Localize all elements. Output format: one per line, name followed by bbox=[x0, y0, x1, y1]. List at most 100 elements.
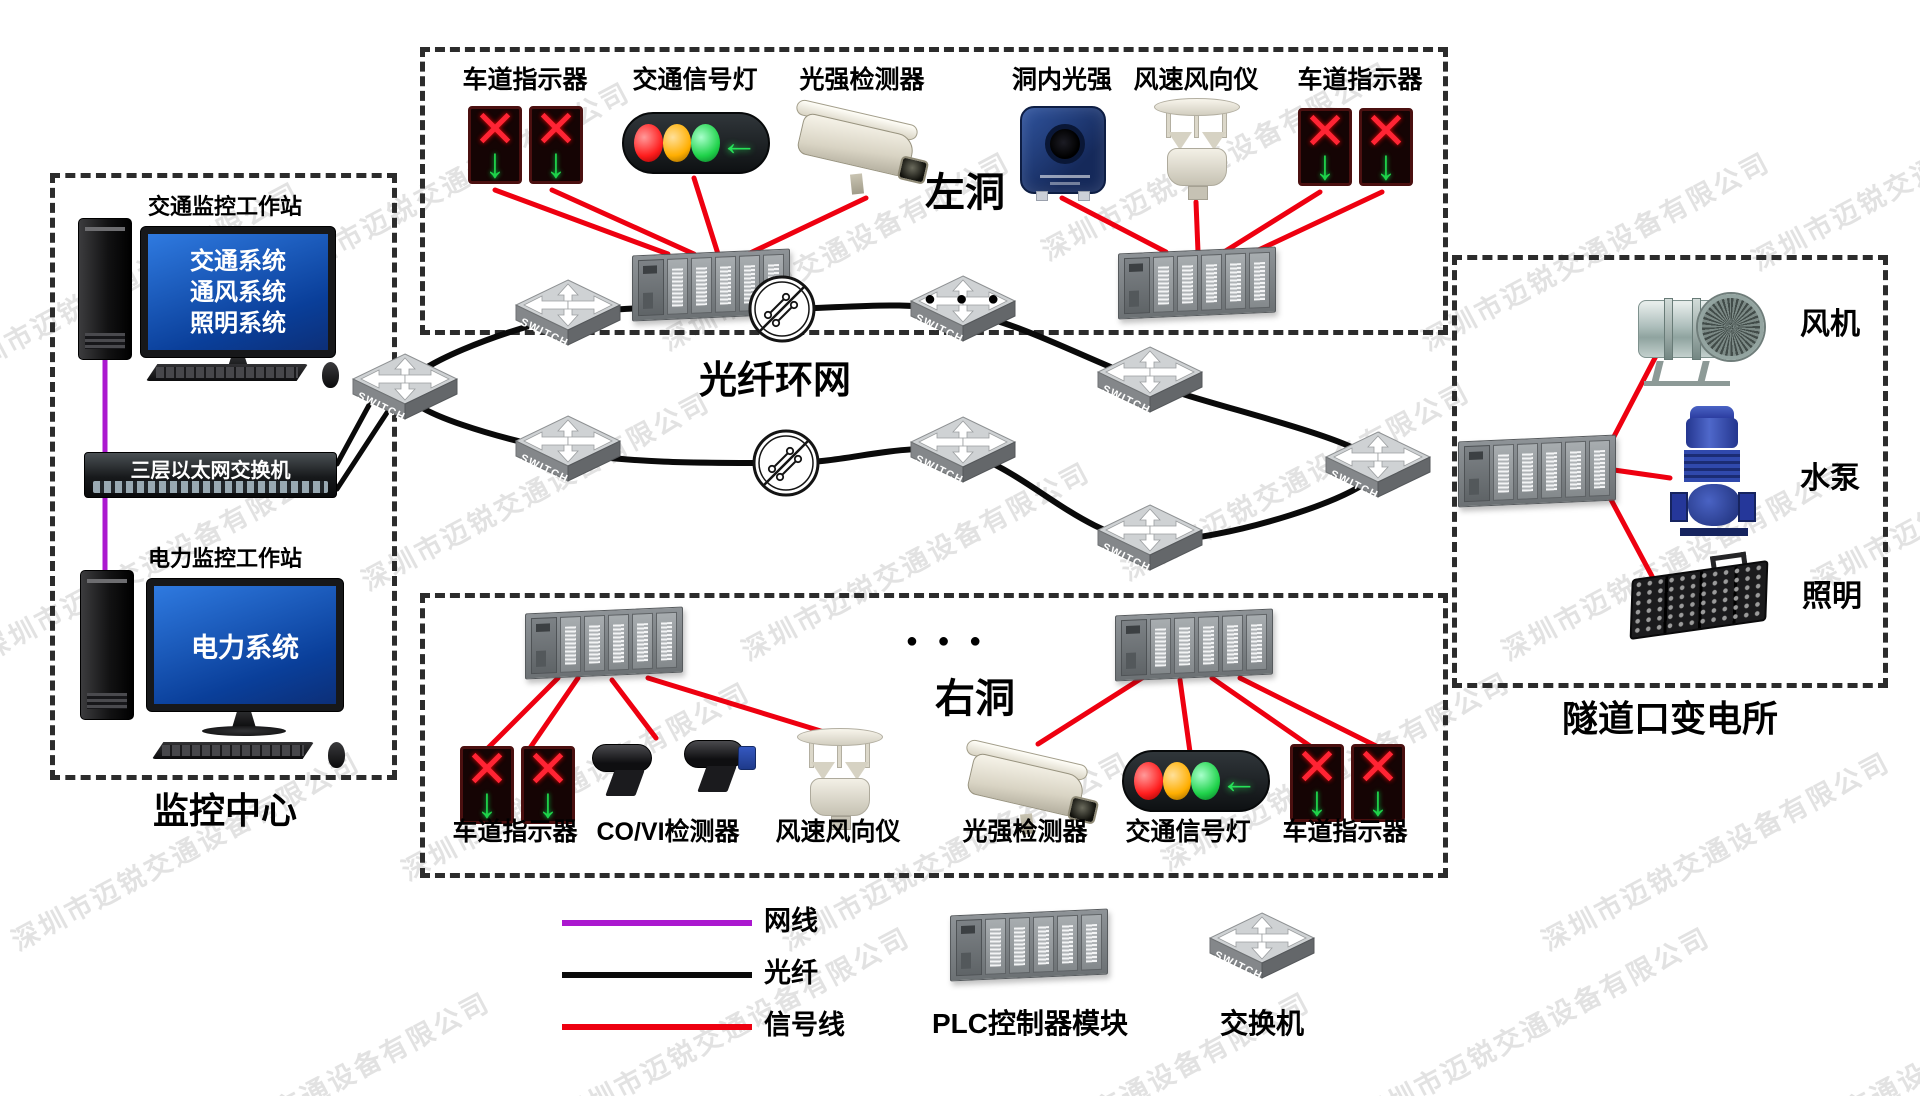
plc-module bbox=[1589, 439, 1610, 497]
ring-switch-upper-right: SWITCH bbox=[1093, 342, 1207, 424]
pump-flange bbox=[1670, 492, 1688, 522]
fiber-connector-icon bbox=[748, 275, 816, 343]
lane-indicator-pair: ✕ ↓ ✕ ↓ bbox=[468, 106, 583, 184]
green-arrow-glyph: ↓ bbox=[476, 779, 498, 824]
plc-module bbox=[691, 256, 712, 314]
plc-module bbox=[1153, 256, 1174, 313]
wind-sensor bbox=[1152, 98, 1244, 200]
red-cross-glyph: ✕ bbox=[1356, 744, 1400, 797]
switch-icon: SWITCH bbox=[351, 353, 459, 424]
switch-arrow-right bbox=[1377, 447, 1423, 467]
device-label: 风速风向仪 bbox=[775, 818, 901, 846]
screen-line: 电力系统 bbox=[191, 632, 299, 663]
pump-cap bbox=[1690, 406, 1734, 420]
plc-module bbox=[985, 918, 1006, 975]
pump-label: 水泵 bbox=[1800, 462, 1860, 495]
switch-icon: SWITCH bbox=[909, 416, 1017, 487]
legend-plc-label: PLC控制器模块 bbox=[931, 1008, 1128, 1039]
plc-module bbox=[1493, 444, 1514, 501]
substation-label: 隧道口变电所 bbox=[1561, 698, 1778, 739]
detector-junction-box bbox=[738, 746, 756, 770]
lane-indicators-right-tunnel-2: ✕ ↓ ✕ ↓ bbox=[1290, 744, 1405, 822]
detector-cylinder bbox=[684, 740, 744, 768]
switch-arrow-right bbox=[962, 291, 1008, 311]
plc-cpu-block bbox=[956, 919, 982, 977]
device-label: 车道指示器 bbox=[1282, 818, 1408, 846]
ring-switch-right: SWITCH bbox=[1321, 427, 1435, 509]
plc-module bbox=[1177, 254, 1198, 312]
plc-module bbox=[632, 612, 653, 670]
lane-indicator-panel: ✕ ↓ bbox=[1359, 108, 1413, 186]
ring-switch-lower-right: SWITCH bbox=[1093, 500, 1207, 582]
red-lamp bbox=[1134, 762, 1163, 800]
plc-module bbox=[1057, 914, 1078, 972]
plc-cpu-block bbox=[638, 259, 664, 317]
plc-module bbox=[1081, 913, 1102, 971]
lane-indicators-right-tunnel: ✕ ↓ ✕ ↓ bbox=[460, 746, 575, 824]
switch-arrow-right bbox=[1261, 928, 1307, 948]
plc-right-tunnel-2 bbox=[1115, 608, 1273, 682]
plc-icon bbox=[1458, 434, 1616, 508]
wind-sensor-right-tunnel bbox=[795, 728, 887, 830]
mouse bbox=[322, 362, 339, 388]
lane-indicators-left-tunnel-2: ✕ ↓ ✕ ↓ bbox=[1298, 108, 1413, 186]
fan-base bbox=[1644, 381, 1730, 386]
device-label: 交通信号灯 bbox=[632, 66, 758, 94]
sensor-tab bbox=[1078, 191, 1090, 201]
plc-icon bbox=[525, 606, 683, 680]
signal-line bbox=[1059, 195, 1169, 255]
switch-icon: SWITCH bbox=[514, 415, 622, 486]
power-workstation-monitor: 电力系统 bbox=[146, 578, 344, 712]
red-cross-glyph: ✕ bbox=[465, 746, 509, 799]
wind-sensor-cap bbox=[1154, 98, 1240, 116]
pump-flange bbox=[1738, 492, 1756, 522]
green-lamp bbox=[691, 124, 721, 162]
plc-icon bbox=[950, 908, 1108, 982]
wind-sensor bbox=[795, 728, 887, 830]
floodlight-panel bbox=[1629, 559, 1769, 641]
signal-line bbox=[1035, 675, 1145, 747]
monitoring-center-label: 监控中心 bbox=[152, 790, 297, 831]
lane-indicator-panel: ✕ ↓ bbox=[1298, 108, 1352, 186]
led-floodlight bbox=[1628, 551, 1773, 641]
plc-module bbox=[1201, 253, 1222, 311]
switch-icon: SWITCH bbox=[1208, 912, 1316, 983]
device-label: 交通信号灯 bbox=[1125, 818, 1251, 846]
sensor-aperture bbox=[1045, 124, 1085, 164]
plc-module bbox=[1517, 442, 1538, 500]
amber-lamp bbox=[1162, 762, 1192, 800]
power-workstation-title: 电力监控工作站 bbox=[147, 546, 302, 571]
fiber-connector-bottom bbox=[750, 427, 822, 504]
plc-module bbox=[656, 611, 677, 669]
left-tunnel-box bbox=[420, 47, 1448, 335]
lane-indicator-panel: ✕ ↓ bbox=[468, 106, 522, 184]
plc-cpu-block bbox=[1121, 619, 1147, 677]
plc-module bbox=[1174, 616, 1195, 674]
plc-icon bbox=[1118, 246, 1276, 320]
traffic-workstation-screen: 交通系统 通风系统 照明系统 bbox=[148, 234, 328, 350]
lane-indicator-panel: ✕ ↓ bbox=[1351, 744, 1405, 822]
ring-switch-top-right: SWITCH bbox=[906, 271, 1020, 353]
wind-sensor-left-tunnel bbox=[1152, 98, 1244, 200]
monitoring-center-box bbox=[50, 173, 397, 780]
lane-indicator-panel: ✕ ↓ bbox=[1290, 744, 1344, 822]
device-label: 光强检测器 bbox=[799, 66, 925, 94]
signal-line bbox=[691, 175, 721, 257]
ring-switch-bottom-left: SWITCH bbox=[511, 411, 625, 493]
layer3-switch-label: 三层以太网交换机 bbox=[130, 460, 291, 482]
signal-line bbox=[745, 195, 869, 257]
screen-line: 交通系统 bbox=[190, 247, 286, 275]
legend-label-network-cable: 网线 bbox=[764, 906, 818, 936]
right-tunnel-box bbox=[420, 593, 1448, 878]
switch-arrow-right bbox=[962, 432, 1008, 452]
signal-line bbox=[549, 187, 697, 257]
lane-indicator-pair: ✕ ↓ ✕ ↓ bbox=[1290, 744, 1405, 822]
signal-line bbox=[1611, 467, 1673, 481]
sensor-tab bbox=[1036, 191, 1048, 201]
plc-left-tunnel-2 bbox=[1118, 246, 1276, 320]
legend-signal-line bbox=[562, 1024, 752, 1030]
device-label: 车道指示器 bbox=[1297, 66, 1423, 94]
co-vi-detector bbox=[588, 736, 760, 802]
plc-icon bbox=[1115, 608, 1273, 682]
keyboard bbox=[152, 742, 314, 759]
